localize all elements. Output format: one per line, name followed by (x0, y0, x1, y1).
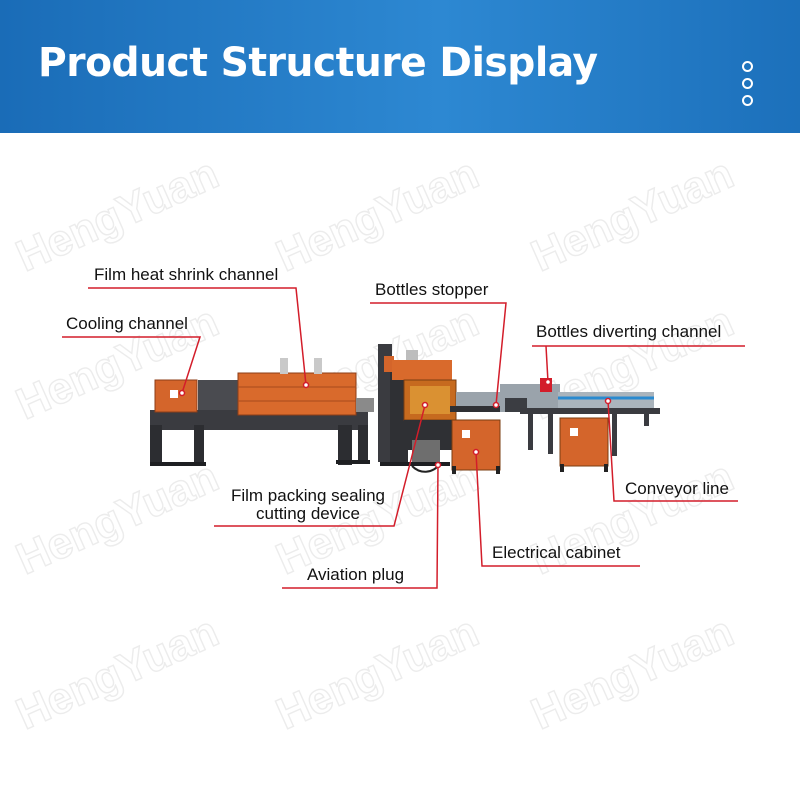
label-aviation-plug: Aviation plug (307, 565, 405, 584)
page-title: Product Structure Display (38, 40, 598, 86)
leader-aviation (282, 464, 439, 589)
label-line: cutting device (256, 504, 360, 523)
electrical-cabinet (451, 419, 501, 474)
leader-cooling (62, 336, 202, 394)
watermark-text: HengYuan (9, 149, 225, 281)
leader-film-packing (214, 404, 426, 527)
leader-conveyor (607, 400, 738, 502)
label-film-heat-shrink-channel: Film heat shrink channel (94, 265, 279, 284)
conveyor-machine (500, 378, 660, 472)
watermark-text: HengYuan (9, 607, 225, 739)
watermark-layer: HengYuan HengYuan HengYuan HengYuan Heng… (8, 148, 741, 740)
leader-lines (62, 287, 745, 589)
vertical-dots-icon[interactable] (742, 61, 754, 112)
watermark-text: HengYuan (524, 607, 740, 739)
watermark-text: HengYuan (524, 452, 740, 584)
watermark-text: HengYuan (524, 149, 740, 281)
watermark-text: HengYuan (269, 149, 485, 281)
film-packing-device (378, 344, 520, 473)
label-line: Film packing sealing (230, 486, 385, 505)
label-conveyor-line: Conveyor line (625, 479, 729, 498)
shrink-tunnel-machine (150, 358, 374, 466)
leader-bottles-diverting (532, 345, 745, 383)
dot (742, 95, 753, 106)
watermark-text: HengYuan (269, 607, 485, 739)
header-banner: Product Structure Display (0, 0, 800, 133)
label-film-packing-sealing: Film packing sealing cutting device (218, 487, 398, 523)
label-cooling-channel: Cooling channel (66, 314, 188, 333)
diagram-svg: HengYuan HengYuan HengYuan HengYuan Heng… (8, 148, 745, 740)
watermark-text: HengYuan (9, 452, 225, 584)
label-bottles-diverting-channel: Bottles diverting channel (536, 322, 722, 341)
machine-diagram: HengYuan HengYuan HengYuan HengYuan Heng… (0, 133, 800, 800)
label-bottles-stopper: Bottles stopper (375, 280, 489, 299)
leader-electrical (475, 451, 640, 567)
leader-dots (178, 378, 612, 469)
label-electrical-cabinet: Electrical cabinet (492, 543, 621, 562)
dot (742, 78, 753, 89)
leader-film-heat-shrink (88, 287, 307, 386)
dot (742, 61, 753, 72)
leader-bottles-stopper (370, 302, 507, 406)
